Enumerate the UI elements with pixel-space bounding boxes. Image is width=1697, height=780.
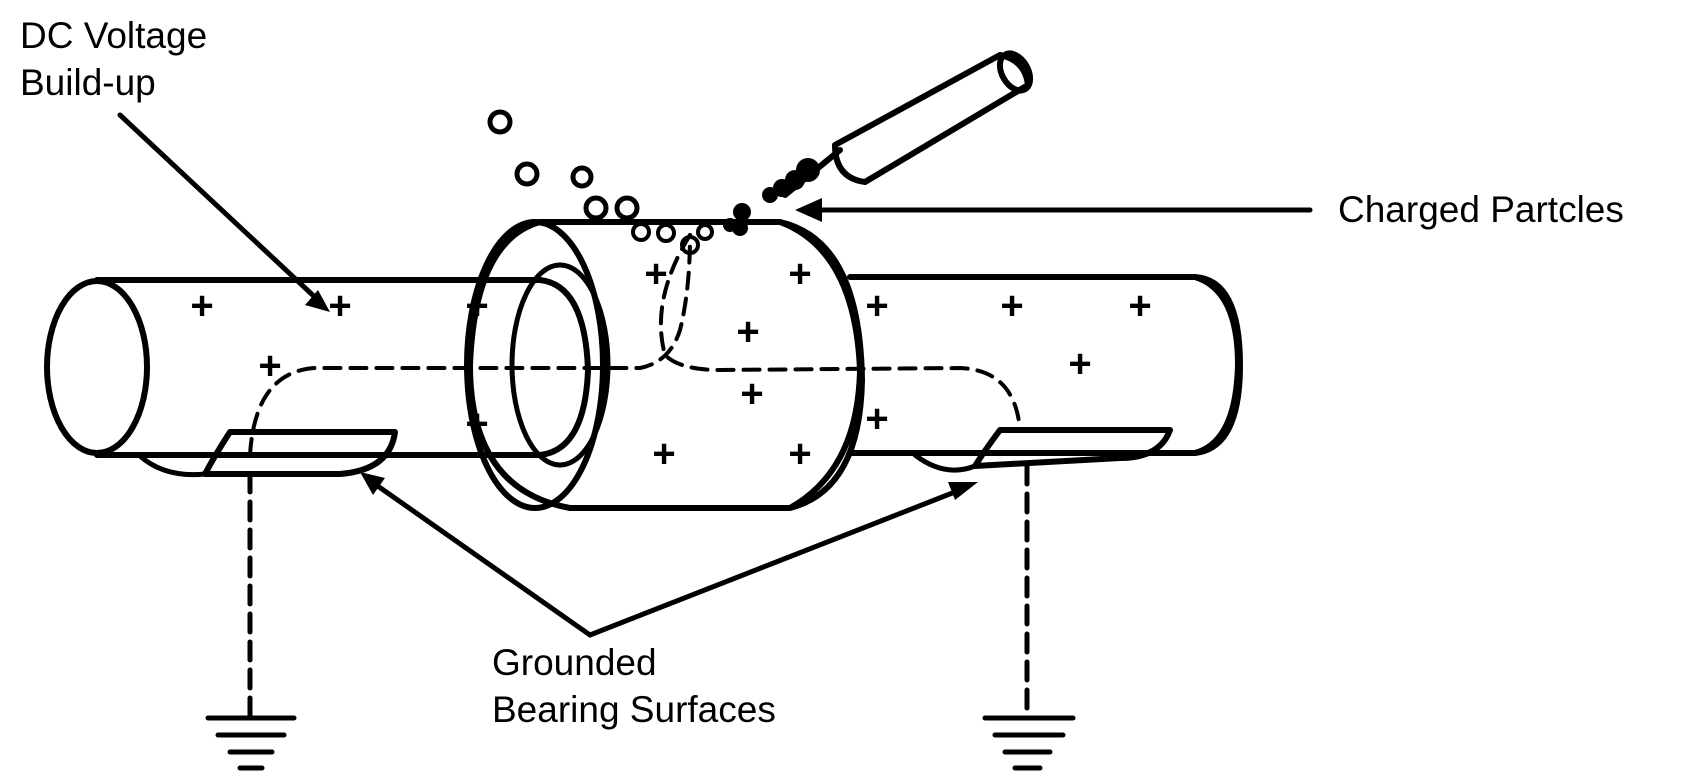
plus-charge-icon: + (465, 402, 488, 446)
left-bearing (137, 429, 398, 478)
charged-particles (487, 109, 820, 255)
plus-charge-icon: + (736, 310, 759, 354)
plus-charge-icon: + (865, 284, 888, 328)
spray-nozzle-icon (782, 50, 1034, 198)
dc-voltage-label-line1: DC Voltage (20, 15, 207, 56)
plus-charge-icon: + (328, 284, 351, 328)
right-ground (982, 463, 1076, 771)
plus-charge-icon: + (644, 252, 667, 296)
plus-charge-icon: + (258, 344, 281, 388)
dc-voltage-label-line2: Build-up (20, 62, 156, 103)
plus-charge-icon: + (190, 284, 213, 328)
ground-icon (205, 715, 297, 771)
leader-dc-voltage (117, 112, 330, 312)
plus-charge-icon: + (788, 252, 811, 296)
current-path-dashed (248, 233, 1022, 457)
plus-charge-icon: + (788, 432, 811, 476)
grounded-label-line2: Bearing Surfaces (492, 689, 776, 730)
ground-icon (982, 715, 1076, 771)
charge-signs: + + + + + + + + + + + + + + + + (190, 252, 1151, 476)
plus-charge-icon: + (865, 397, 888, 441)
grounded-label-line1: Grounded (492, 642, 657, 683)
plus-charge-icon: + (465, 284, 488, 328)
plus-charge-icon: + (652, 432, 675, 476)
plus-charge-icon: + (1068, 342, 1091, 386)
right-bearing (912, 427, 1173, 473)
right-shaft (847, 274, 1243, 456)
plus-charge-icon: + (1000, 284, 1023, 328)
plus-charge-icon: + (740, 372, 763, 416)
leader-charged-particles (795, 198, 1313, 222)
leader-grounded-bearings (360, 472, 978, 638)
plus-charge-icon: + (1128, 284, 1151, 328)
charged-particles-label: Charged Partcles (1338, 189, 1624, 230)
left-ground (205, 471, 297, 771)
